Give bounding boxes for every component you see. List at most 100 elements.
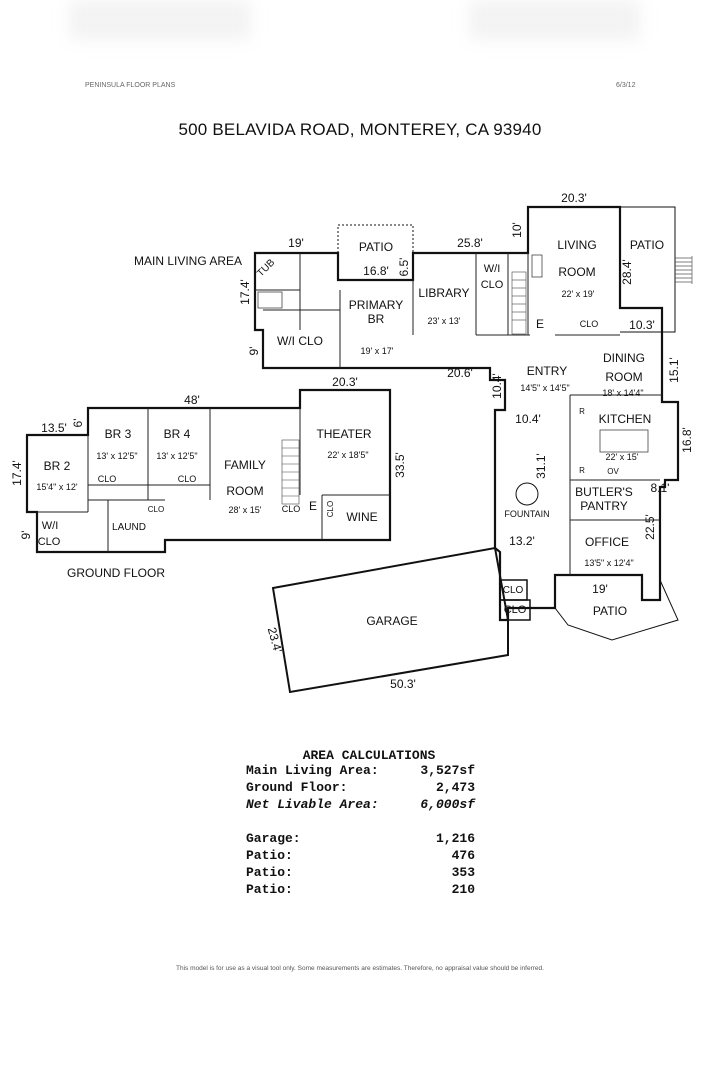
room-wi-br2: W/I: [42, 520, 59, 532]
dim-20-3-top: 20.3': [561, 191, 587, 205]
dim-13-2: 13.2': [509, 534, 535, 548]
room-primary-br-dim: 19' x 17': [361, 346, 394, 356]
area-calculations-title: AREA CALCULATIONS: [302, 748, 436, 763]
room-r1: R: [579, 407, 585, 416]
area-row: Patio: 210: [246, 882, 496, 899]
room-clo-laund: CLO: [148, 505, 164, 514]
area-row-label: Main Living Area:: [246, 763, 379, 778]
dim-17-4-ground: 17.4': [10, 460, 24, 486]
garage-closets: [499, 579, 531, 621]
room-br4-clo: CLO: [178, 474, 197, 484]
ground-floor-outline: [25, 388, 392, 554]
room-br4: BR 4: [164, 427, 191, 441]
dim-6: 6': [71, 419, 85, 428]
room-theater: THEATER: [316, 427, 371, 441]
blurred-top-right: [470, 0, 640, 40]
dim-20-6: 20.6': [447, 366, 473, 380]
fountain-circle: [515, 482, 539, 506]
room-entry-dim: 14'5" x 14'5": [520, 383, 569, 393]
room-wi-br2-b: CLO: [38, 536, 61, 548]
dim-17-4-main: 17.4': [238, 279, 252, 305]
room-primary-br: PRIMARY: [349, 298, 403, 312]
area-row-label: Patio:: [246, 865, 293, 880]
room-family: FAMILY: [224, 458, 266, 472]
room-clo-g1: CLO: [503, 585, 524, 596]
ground-stair: [281, 439, 300, 505]
area-row-label: Patio:: [246, 882, 293, 897]
room-butlers: BUTLER'S: [575, 485, 633, 499]
room-primary-br-2: BR: [368, 312, 385, 326]
dim-10-4-b: 10.4': [515, 412, 541, 426]
area-row-label: Patio:: [246, 848, 293, 863]
patio-office-outline: [554, 579, 679, 641]
dim-6-5: 6.5': [397, 258, 411, 277]
company-name: PENINSULA FLOOR PLANS: [85, 82, 176, 89]
room-office-dim: 13'5" x 12'4": [584, 558, 633, 568]
room-living: LIVING: [557, 238, 596, 252]
room-br3-clo: CLO: [98, 474, 117, 484]
room-family-2: ROOM: [226, 484, 263, 498]
ground-floor-label: GROUND FLOOR: [67, 566, 165, 580]
main-living-outline: [253, 205, 680, 622]
room-living-dim: 22' x 19': [562, 289, 595, 299]
room-e-living: E: [536, 317, 544, 331]
dim-50-3: 50.3': [390, 677, 416, 691]
area-row: Main Living Area:3,527sf: [246, 763, 496, 780]
patio-top-outline: [337, 224, 414, 281]
dim-10: 10': [510, 222, 524, 238]
dim-10-4-a: 10.4': [490, 373, 504, 399]
room-patio-right: PATIO: [630, 238, 664, 252]
dim-9-ground: 9': [19, 531, 33, 540]
dim-31-1: 31.1': [534, 453, 548, 479]
room-br2-dim: 15'4" x 12': [36, 482, 77, 492]
area-calculations-table: AREA CALCULATIONS Main Living Area:3,527…: [246, 748, 496, 899]
dim-33-5: 33.5': [393, 452, 407, 478]
patio-right-outline: [620, 206, 676, 333]
room-library: LIBRARY: [418, 286, 469, 300]
room-fountain: FOUNTAIN: [504, 509, 549, 519]
plan-date: 6/3/12: [616, 82, 636, 89]
room-wi-clo-lib: W/I: [484, 263, 501, 275]
dim-19-top: 19': [288, 236, 304, 250]
disclaimer-footer: This model is for use as a visual tool o…: [176, 965, 544, 972]
room-r2: R: [579, 466, 585, 475]
room-patio-office: PATIO: [593, 604, 627, 618]
room-kitchen: KITCHEN: [599, 412, 652, 426]
room-dining-dim: 18' x 14'4": [602, 388, 643, 398]
area-row: Ground Floor: 2,473: [246, 780, 496, 797]
room-library-dim: 23' x 13': [428, 316, 461, 326]
area-row-value: 353: [451, 865, 475, 880]
room-clo-wine: CLO: [326, 501, 335, 517]
blurred-top-left: [70, 0, 250, 40]
area-row-value: 1,216: [435, 831, 475, 846]
room-office: OFFICE: [585, 535, 629, 549]
room-tub: TUB: [255, 257, 277, 279]
dim-9-main: 9': [247, 347, 261, 356]
dim-20-3-theater: 20.3': [332, 375, 358, 389]
dim-16-8-right: 16.8': [680, 427, 694, 453]
room-kitchen-dim: 22' x 15': [606, 452, 639, 462]
library-stair: [511, 271, 527, 335]
room-butlers-2: PANTRY: [580, 499, 628, 513]
dim-23-4: 23.4': [265, 626, 285, 654]
main-living-area-label: MAIN LIVING AREA: [134, 254, 242, 268]
room-ov: OV: [607, 467, 619, 476]
area-row-value: 2,473: [435, 780, 475, 795]
area-row: Patio:476: [246, 848, 496, 865]
patio-stairs: [675, 256, 693, 284]
area-row-label: Garage:: [246, 831, 301, 846]
dim-48: 48': [184, 393, 200, 407]
area-row-value: 210: [451, 882, 475, 897]
room-br4-dim: 13' x 12'5": [156, 451, 197, 461]
room-wine: WINE: [346, 510, 377, 524]
area-row-label: Net Livable Area:: [246, 797, 379, 812]
room-family-dim: 28' x 15': [229, 505, 262, 515]
bath-tub: [257, 291, 283, 309]
room-theater-dim: 22' x 18'5": [327, 450, 368, 460]
area-row-label: Ground Floor:: [246, 780, 348, 795]
area-row: Patio: 353: [246, 865, 496, 882]
dim-8-1: 8.1': [651, 481, 670, 495]
area-row: Garage: 1,216: [246, 831, 496, 848]
dim-22-5: 22.5': [643, 514, 657, 540]
